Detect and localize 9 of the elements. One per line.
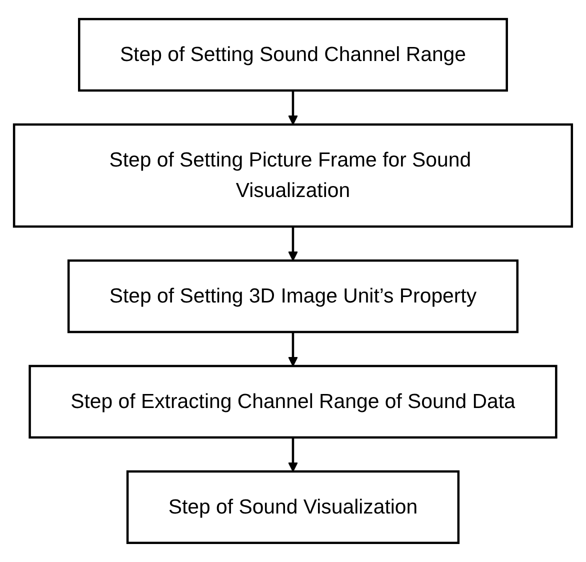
arrow <box>288 437 298 472</box>
node-box: Step of Sound Visualization <box>126 470 460 544</box>
node-box: Step of Setting 3D Image Unit’s Property <box>67 259 519 334</box>
node-box: Step of Extracting Channel Range of Sound Data <box>28 364 558 439</box>
node-box: Step of Setting Picture Frame for Sound Visualization <box>12 123 574 228</box>
node-box: Step of Setting Sound Channel Range <box>78 18 508 92</box>
arrow <box>288 90 298 125</box>
arrow <box>288 332 298 366</box>
arrow <box>288 226 298 262</box>
